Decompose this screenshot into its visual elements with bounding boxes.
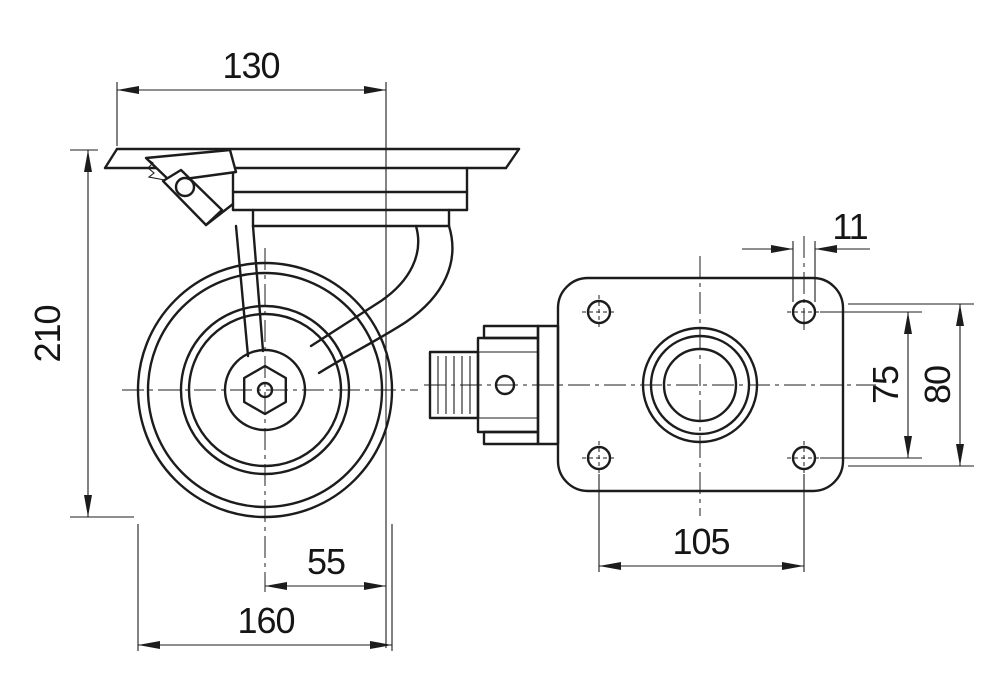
side-view-centerlines — [122, 248, 418, 592]
bolt-hole-top-left — [586, 299, 612, 325]
bolt-holes — [582, 295, 821, 475]
dim-label-bolt-spacing-horizontal: 105 — [672, 521, 729, 562]
dim-bolt-hole-diameter: 11 — [742, 206, 870, 302]
top-view: 11 75 80 105 — [424, 206, 974, 572]
dim-bolt-spacing-vertical: 75 — [820, 311, 922, 459]
dim-overall-height: 210 — [27, 149, 134, 518]
hub-boss-circle — [223, 348, 307, 432]
dim-bolt-spacing-outer: 80 — [848, 303, 974, 467]
brake-lever — [144, 148, 238, 227]
dim-label-bolt-hole-diameter: 11 — [832, 206, 867, 247]
wheel-outer-circle — [136, 261, 394, 519]
swivel-fork — [223, 166, 469, 432]
bolt-hole-bottom-right — [791, 445, 817, 471]
dim-bolt-spacing-horizontal: 105 — [598, 474, 805, 572]
bolt-hole-top-right — [791, 299, 817, 325]
brake-pivot-top — [494, 374, 516, 396]
swivel-bearing — [641, 326, 759, 444]
dim-label-bolt-spacing-outer: 80 — [917, 366, 958, 404]
brake-pivot — [174, 176, 196, 198]
brake-unit-top — [428, 324, 560, 446]
brake-flange — [536, 324, 560, 446]
wheel — [136, 261, 394, 519]
dim-label-bolt-spacing-vertical: 75 — [865, 366, 906, 404]
dim-label-overall-height: 210 — [27, 305, 68, 362]
dim-label-swivel-offset: 55 — [307, 541, 345, 582]
side-view: 130 210 55 160 — [27, 45, 521, 651]
dim-swivel-offset: 55 — [265, 541, 386, 590]
dim-label-wheel-diameter: 160 — [237, 600, 294, 641]
dim-wheel-diameter: 160 — [137, 524, 393, 651]
dim-plate-length: 130 — [116, 45, 387, 648]
axle-hex-nut — [242, 364, 287, 416]
bolt-hole-bottom-left — [586, 445, 612, 471]
dim-label-plate-length: 130 — [222, 45, 279, 86]
